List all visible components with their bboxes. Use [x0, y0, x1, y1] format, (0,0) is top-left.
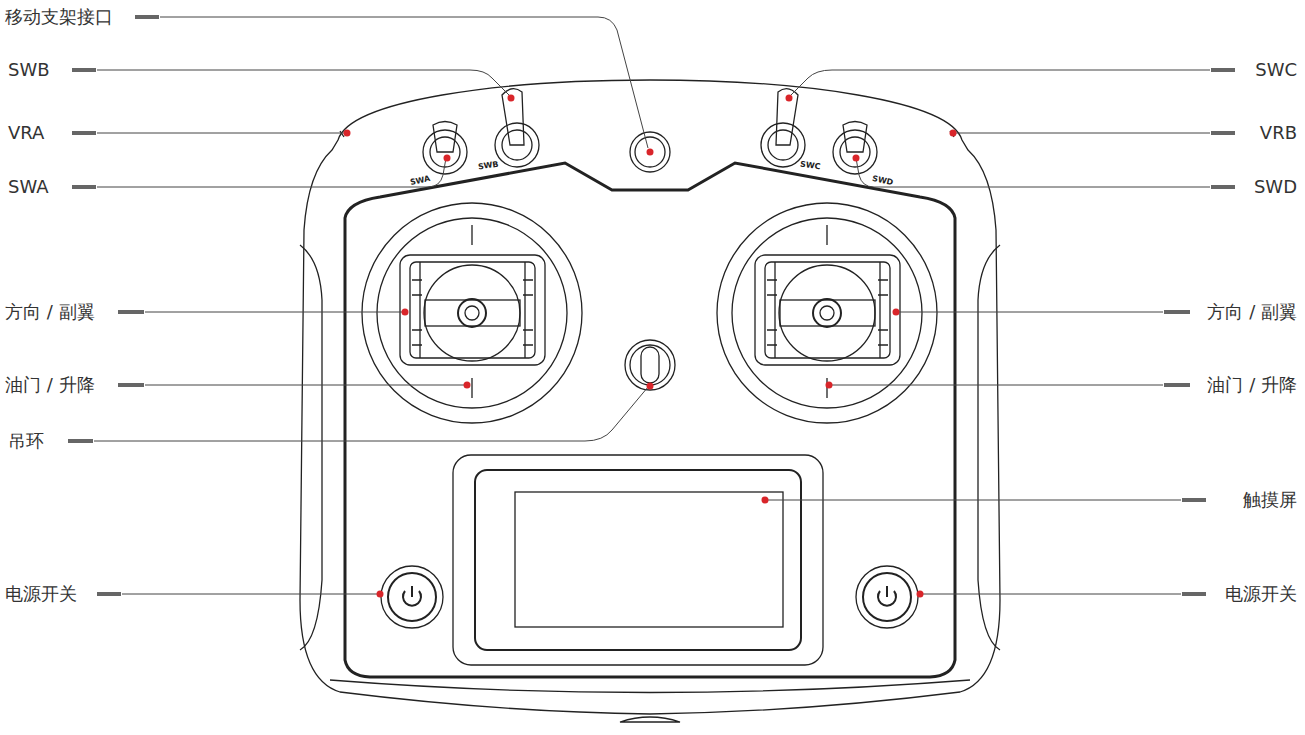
stick-label: 油门 / 升降	[5, 376, 95, 394]
button-label: 电源开关	[5, 585, 77, 603]
switch-print: SWB	[478, 161, 500, 172]
stick-label: 油门 / 升降	[1207, 376, 1297, 394]
button-label: 电源开关	[1225, 585, 1297, 603]
switch-label: SWD	[1254, 178, 1297, 196]
knob-label: VRB	[1260, 124, 1297, 142]
part-label: 触摸屏	[1243, 491, 1297, 509]
switch-label: SWB	[8, 61, 50, 79]
switch-label: SWC	[1255, 61, 1297, 79]
stick-label: 方向 / 副翼	[1207, 303, 1297, 321]
switch-label: SWA	[8, 178, 49, 196]
part-label: 吊环	[8, 432, 44, 450]
knob-label: VRA	[8, 124, 44, 142]
switch-print: SWC	[800, 161, 821, 172]
switch-print: SWD	[871, 175, 893, 187]
part-label: 移动支架接口	[5, 8, 113, 26]
switch-print: SWA	[409, 175, 431, 187]
stick-label: 方向 / 副翼	[5, 303, 95, 321]
